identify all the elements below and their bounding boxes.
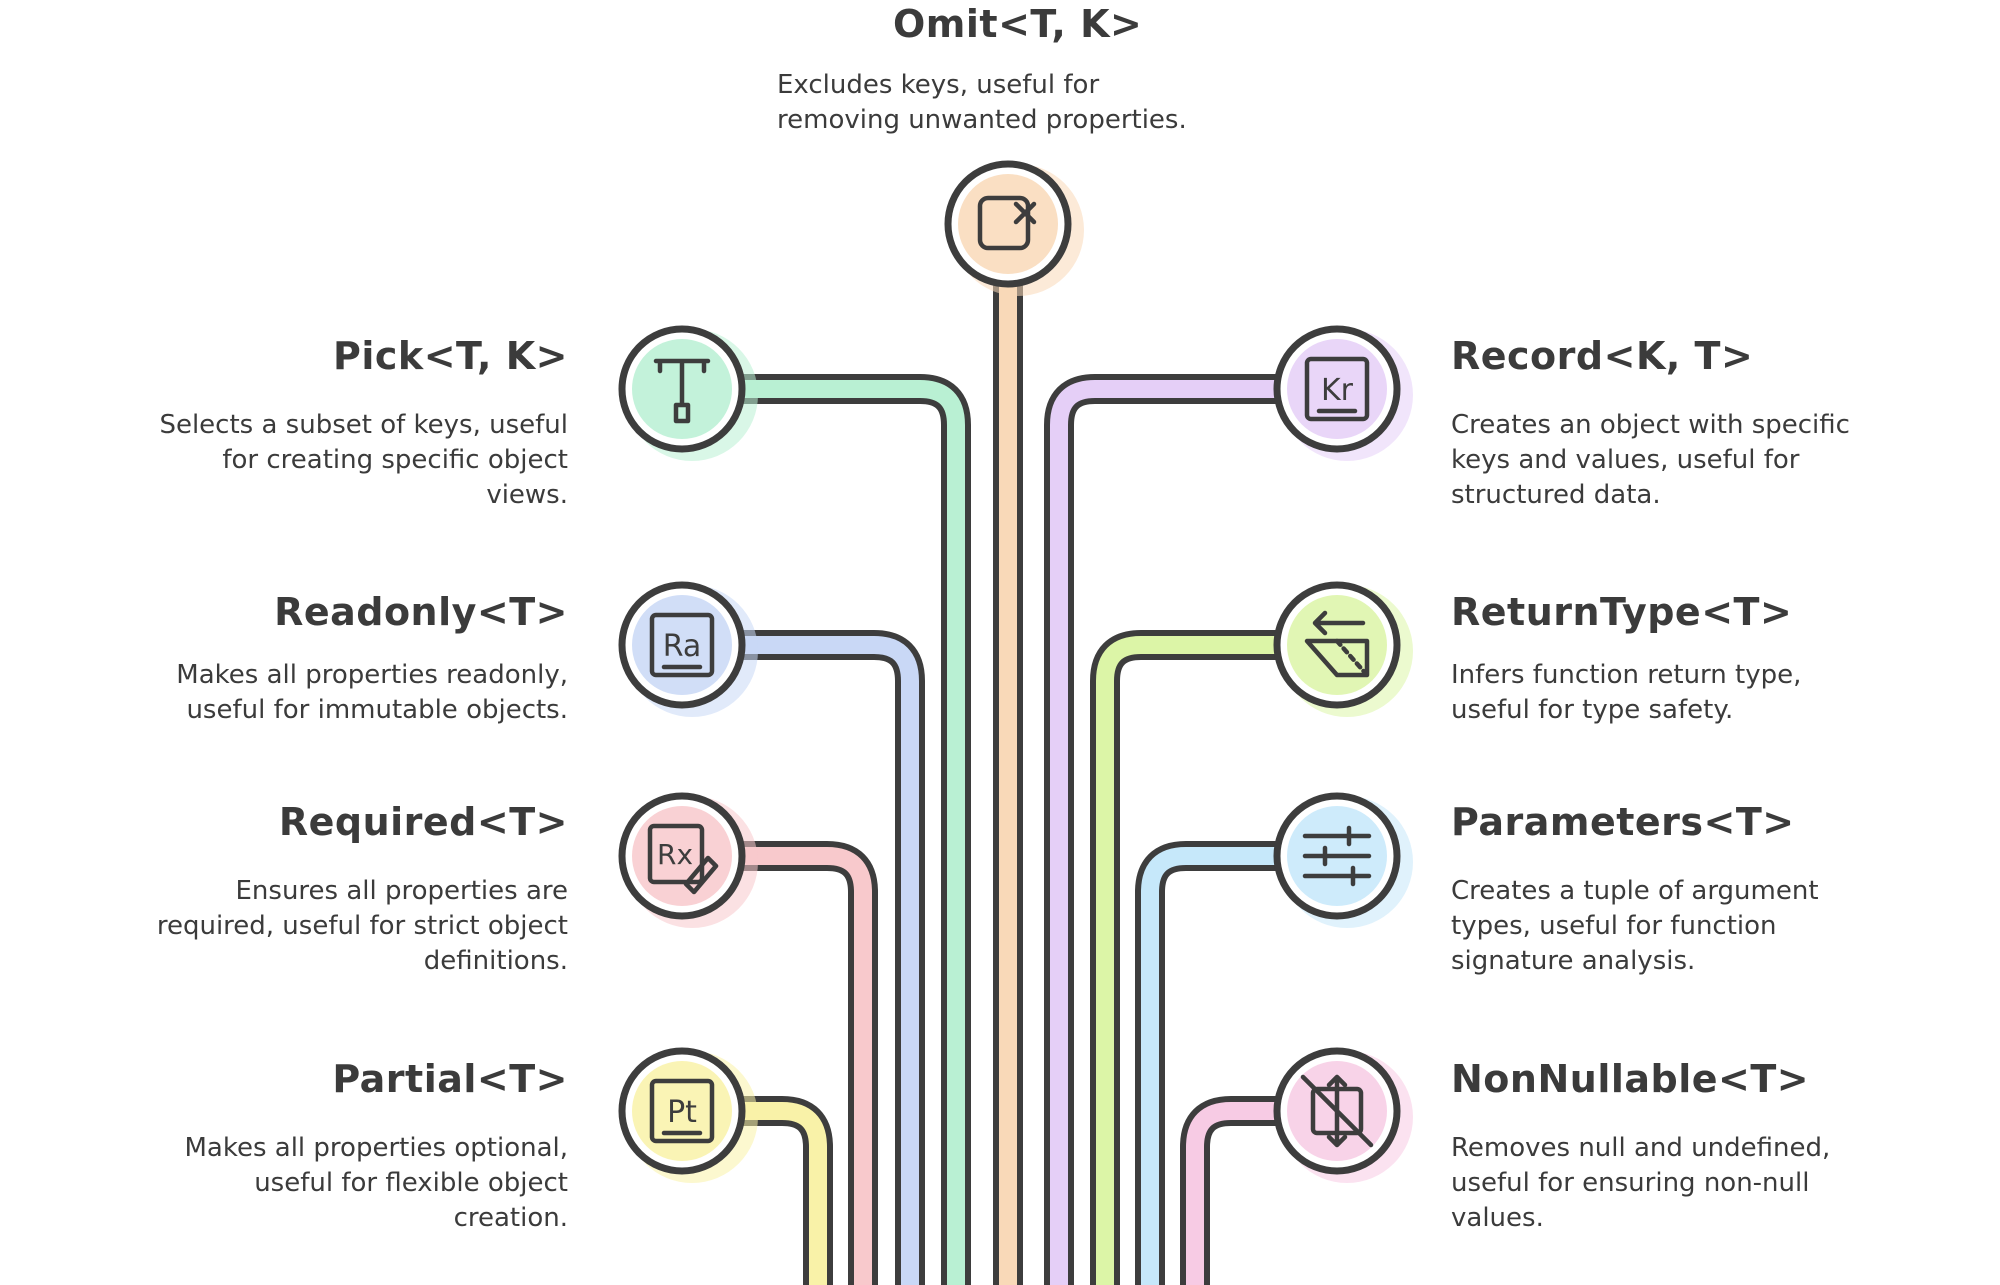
parameters-description-line: types, useful for function (1451, 911, 1777, 941)
readonly-icon-label: Ra (663, 629, 702, 664)
partial-description-line: useful for flexible object (254, 1168, 568, 1198)
circle-parameters (1273, 792, 1413, 928)
returntype-description: Infers function return type, useful for … (1451, 658, 1801, 728)
record-description-line: structured data. (1451, 480, 1661, 510)
readonly-icon: Ra (649, 612, 715, 678)
required-description-line: definitions. (423, 946, 568, 976)
pipe-returntype (1090, 630, 1296, 1285)
readonly-title: Readonly<T> (274, 590, 568, 634)
record-title: Record<K, T> (1451, 334, 1754, 378)
omit-title: Omit<T, K> (893, 2, 1143, 46)
partial-description-line: Makes all properties optional, (184, 1133, 568, 1163)
pipe-nonnullable (1180, 1096, 1296, 1285)
nonnullable-description-line: Removes null and undefined, (1451, 1133, 1831, 1163)
pipes (723, 265, 1296, 1285)
required-icon-label: Rx (657, 838, 693, 871)
readonly-description: Makes all properties readonly, useful fo… (176, 658, 568, 728)
pick-description: Selects a subset of keys, useful for cre… (159, 408, 568, 513)
record-icon-label: Kr (1321, 373, 1354, 408)
partial-icon-label: Pt (667, 1095, 697, 1130)
pipe-readonly (723, 630, 925, 1285)
required-description: Ensures all properties are required, use… (157, 874, 568, 979)
returntype-title: ReturnType<T> (1451, 590, 1793, 634)
pipe-required (723, 841, 878, 1285)
pipe-record (1044, 374, 1296, 1285)
required-icon: Rx (647, 823, 719, 895)
parameters-title: Parameters<T> (1451, 800, 1795, 844)
pick-description-line: for creating specific object (222, 445, 568, 475)
circle-returntype (1273, 581, 1413, 717)
pipe-pick (723, 374, 971, 1285)
pick-description-line: Selects a subset of keys, useful (159, 410, 568, 440)
parameters-description: Creates a tuple of argument types, usefu… (1451, 874, 1819, 979)
circle-pick (618, 325, 758, 461)
partial-icon: Pt (649, 1078, 715, 1144)
omit-description-line: Excludes keys, useful for (777, 70, 1100, 100)
nonnullable-description-line: values. (1451, 1203, 1544, 1233)
circle-required: Rx (618, 792, 758, 928)
pick-description-line: views. (486, 480, 568, 510)
pick-icon (653, 358, 711, 424)
required-description-line: required, useful for strict object (156, 911, 568, 941)
nonnullable-description: Removes null and undefined, useful for e… (1451, 1131, 1830, 1236)
parameters-description-line: Creates a tuple of argument (1451, 876, 1819, 906)
circle-omit (944, 160, 1084, 296)
nonnullable-title: NonNullable<T> (1451, 1057, 1810, 1101)
omit-description: Excludes keys, useful for removing unwan… (777, 68, 1237, 138)
circle-partial: Pt (618, 1047, 758, 1183)
required-description-line: Ensures all properties are (235, 876, 569, 906)
pick-title: Pick<T, K> (333, 334, 568, 378)
returntype-description-line: Infers function return type, (1451, 660, 1802, 690)
partial-description: Makes all properties optional, useful fo… (184, 1131, 568, 1236)
readonly-description-line: Makes all properties readonly, (176, 660, 568, 690)
pipe-parameters (1135, 841, 1296, 1285)
parameters-icon (1302, 825, 1372, 887)
parameters-description-line: signature analysis. (1451, 946, 1696, 976)
circle-nonnullable (1273, 1047, 1413, 1183)
required-title: Required<T> (278, 800, 568, 844)
nonnullable-description-line: useful for ensuring non-null (1451, 1168, 1810, 1198)
nonnullable-icon (1300, 1074, 1374, 1148)
returntype-description-line: useful for type safety. (1451, 695, 1734, 725)
record-description-line: Creates an object with specific (1451, 410, 1850, 440)
omit-description-line: removing unwanted properties. (777, 105, 1187, 135)
partial-title: Partial<T> (332, 1057, 568, 1101)
circle-record: Kr (1273, 325, 1413, 461)
pipe-partial (723, 1096, 833, 1285)
returntype-icon (1304, 610, 1370, 678)
partial-description-line: creation. (453, 1203, 568, 1233)
record-description: Creates an object with specific keys and… (1451, 408, 1850, 513)
record-icon: Kr (1304, 356, 1370, 422)
readonly-description-line: useful for immutable objects. (186, 695, 568, 725)
circle-readonly: Ra (618, 581, 758, 717)
record-description-line: keys and values, useful for (1451, 445, 1800, 475)
omit-icon (977, 195, 1037, 251)
